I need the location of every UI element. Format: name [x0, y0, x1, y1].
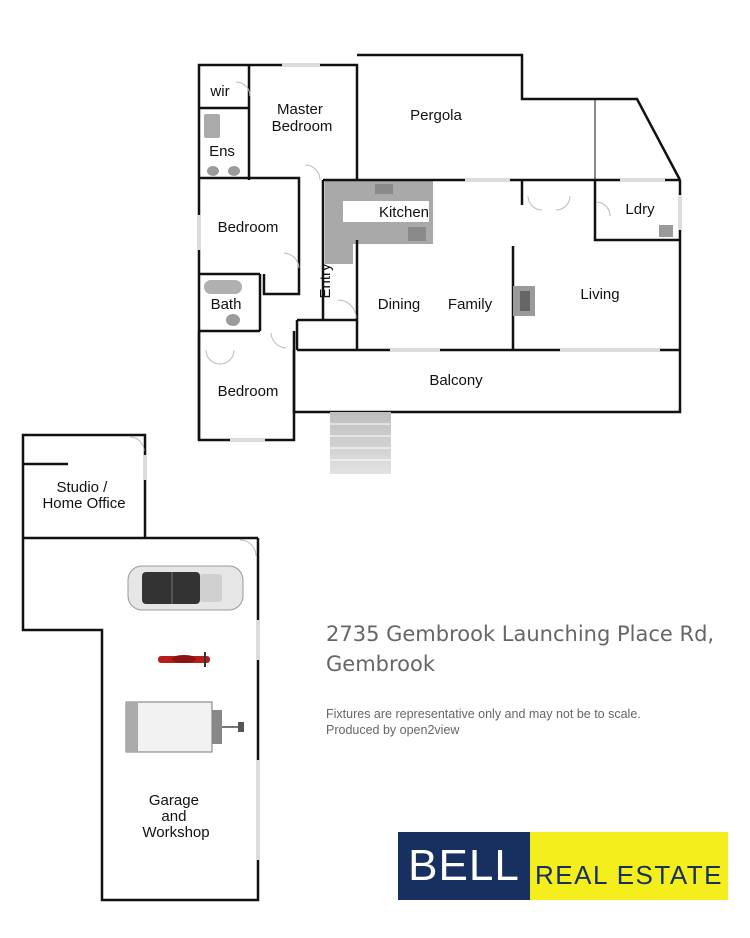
- ldry-label: Ldry: [625, 201, 655, 218]
- address-line-2: Gembrook: [326, 652, 436, 676]
- trailer-icon: [125, 701, 244, 753]
- dining-label: Dining: [378, 296, 421, 313]
- entry-label: Entry: [317, 263, 334, 299]
- laundry-tub: [659, 225, 673, 237]
- windows: [197, 63, 682, 442]
- fireplace: [513, 286, 535, 316]
- bedroom-2-label: Bedroom: [218, 383, 279, 400]
- pergola-label: Pergola: [410, 107, 462, 124]
- address-line-1: 2735 Gembrook Launching Place Rd,: [326, 622, 715, 646]
- living-label: Living: [580, 286, 619, 303]
- logo-bell: BELL: [398, 832, 530, 900]
- studio-door-swing: [129, 436, 145, 452]
- logo-real-estate: REAL ESTATE: [530, 832, 728, 900]
- bath-label: Bath: [211, 296, 242, 313]
- kitchen-bench: [325, 181, 433, 264]
- studio-label: Studio / Home Office: [42, 479, 125, 512]
- outbuilding-walls: [21, 433, 260, 902]
- outbuilding-windows: [143, 455, 260, 860]
- doors: [205, 81, 611, 365]
- bedroom-1-label: Bedroom: [218, 219, 279, 236]
- disclaimer-line-2: Produced by open2view: [326, 723, 460, 737]
- bell-real-estate-logo: BELL REAL ESTATE: [398, 832, 728, 900]
- stairs: [330, 412, 391, 474]
- master-bedroom-label: Master Bedroom: [272, 101, 333, 135]
- balcony-label: Balcony: [429, 372, 483, 389]
- car-icon: [127, 565, 244, 611]
- wir-label: wir: [209, 83, 229, 100]
- bath-fixtures: [204, 114, 242, 326]
- garage-label: Garage and Workshop: [142, 792, 209, 841]
- kitchen-label: Kitchen: [379, 204, 429, 221]
- ens-label: Ens: [209, 143, 235, 160]
- garage-door-swing: [239, 539, 257, 557]
- disclaimer-line-1: Fixtures are representative only and may…: [326, 707, 641, 721]
- property-address: 2735 Gembrook Launching Place Rd, Gembro…: [326, 619, 714, 679]
- disclaimer: Fixtures are representative only and may…: [326, 706, 641, 738]
- house-walls: [197, 53, 682, 442]
- motorbike-icon: [158, 652, 210, 667]
- family-label: Family: [448, 296, 493, 313]
